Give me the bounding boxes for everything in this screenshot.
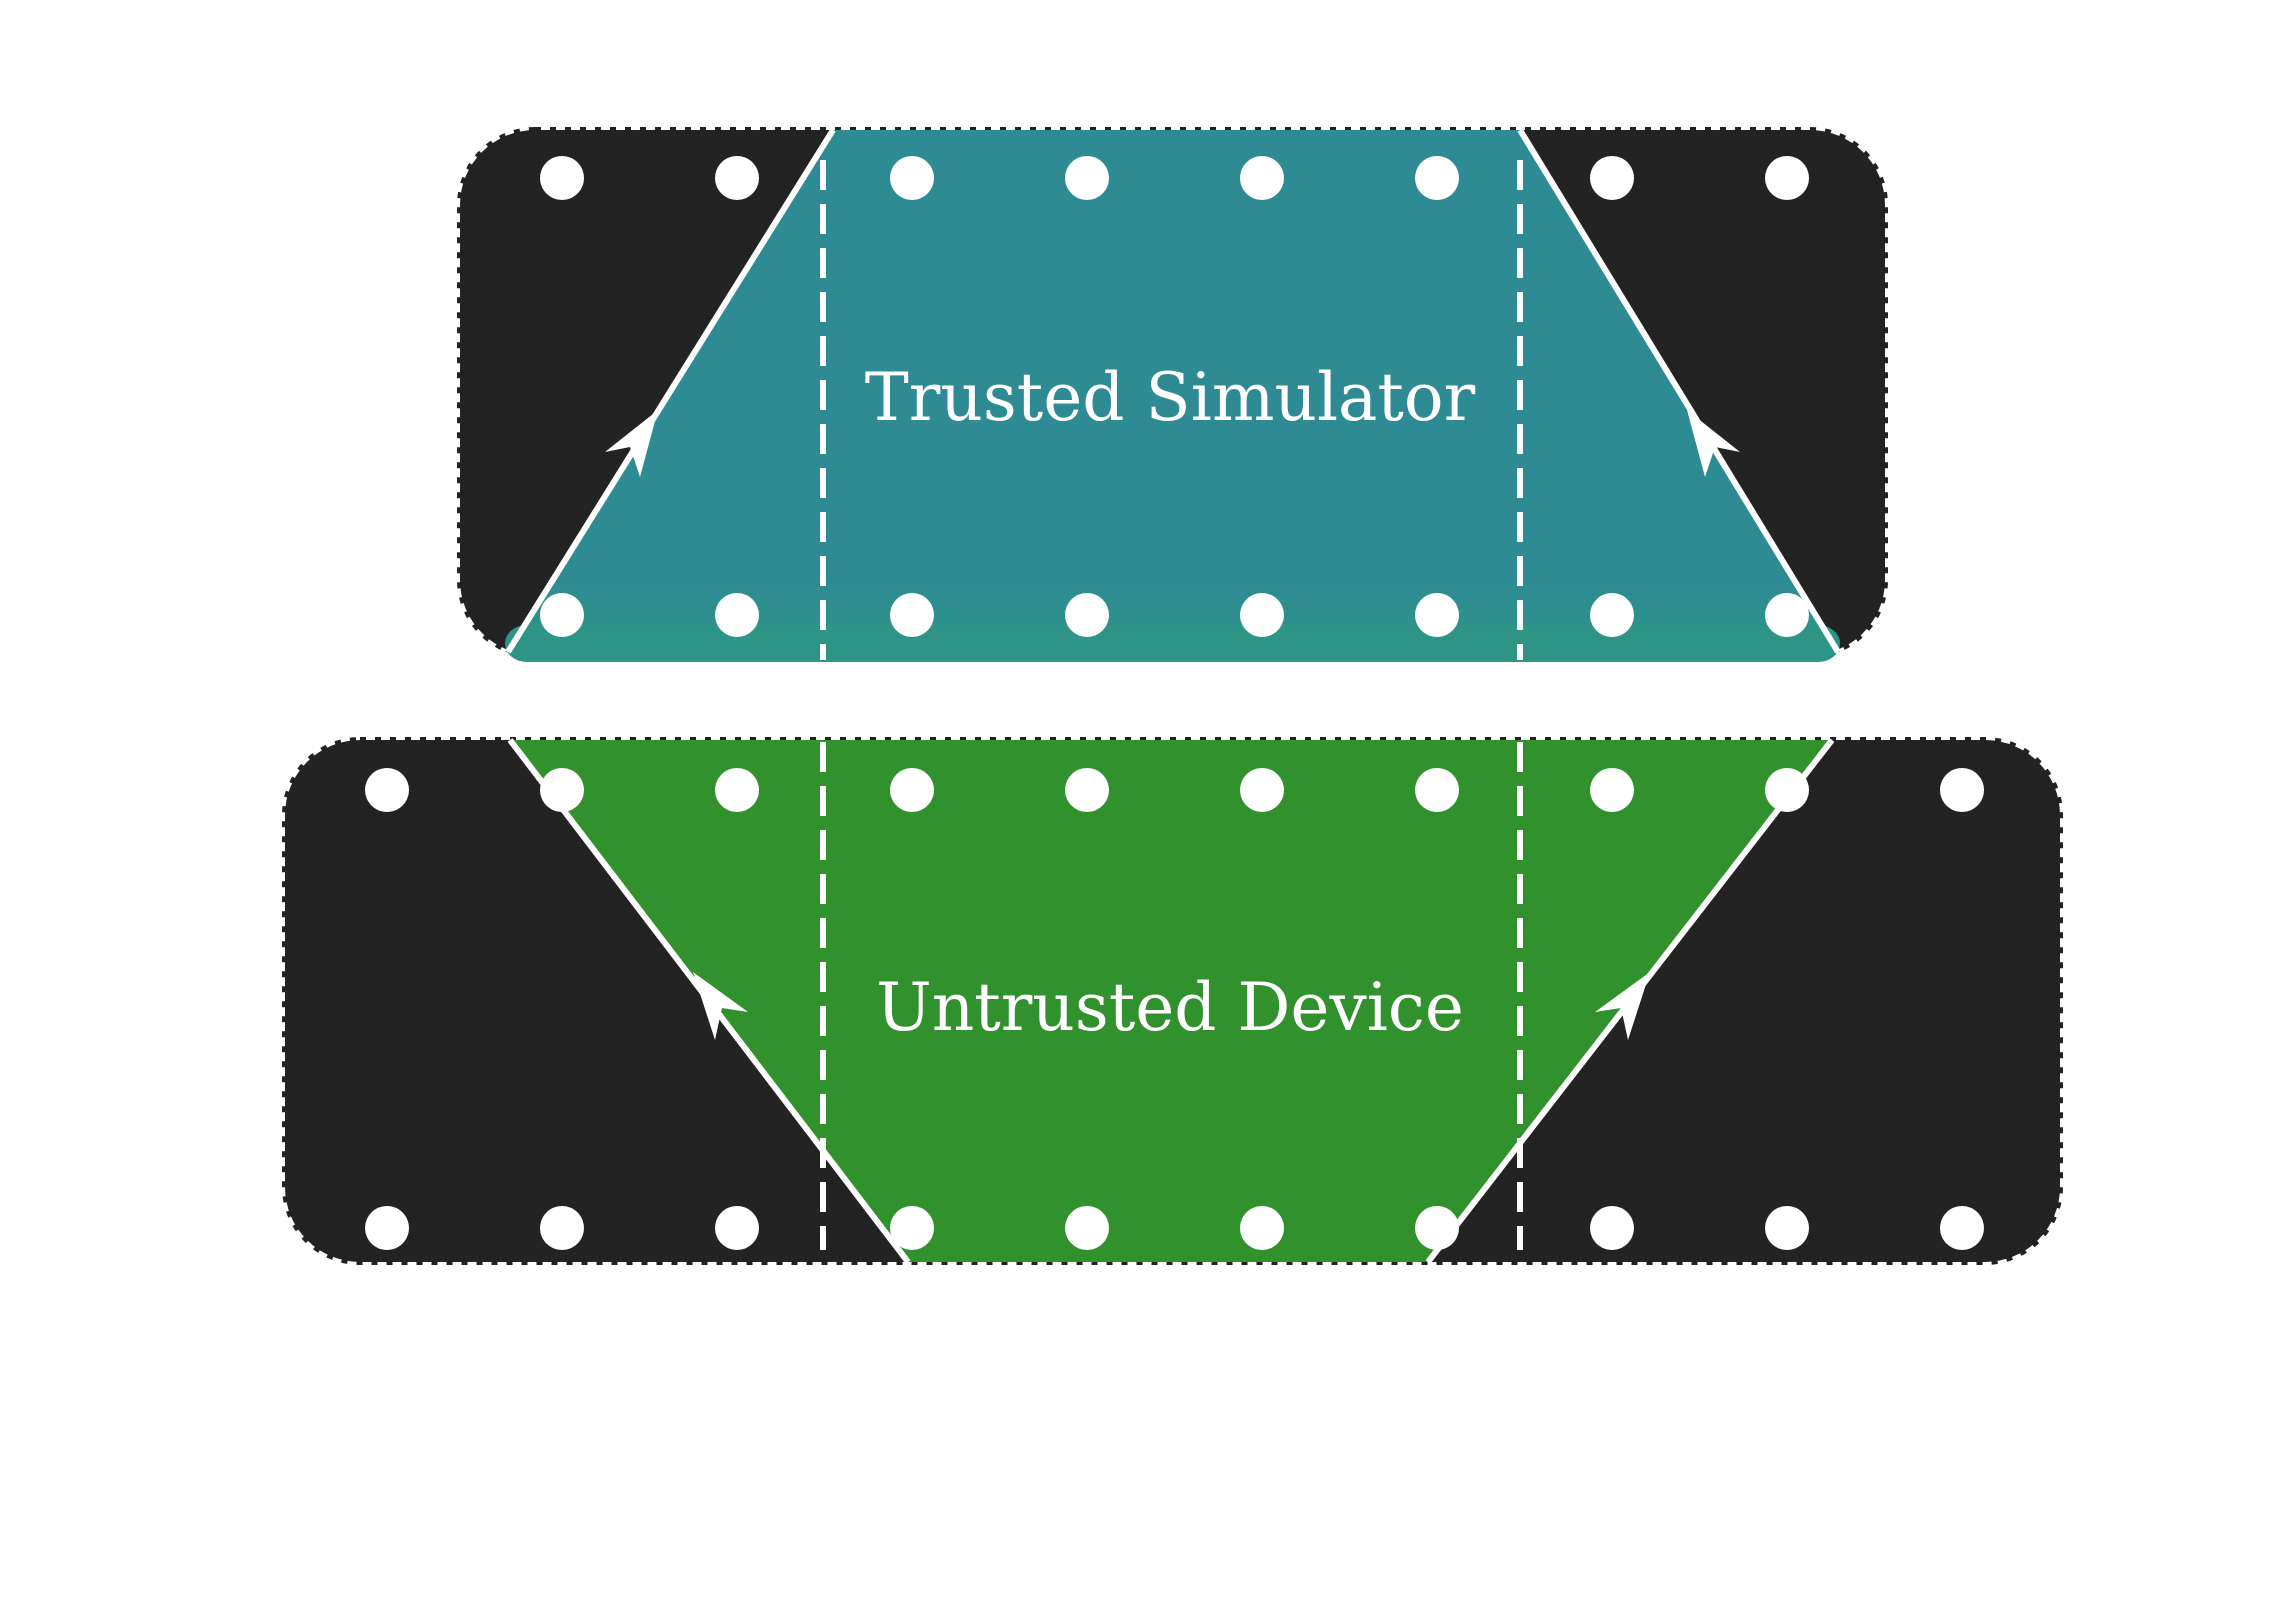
trusted-node-r1-c2	[715, 156, 759, 200]
trusted-node-r1-c6	[1415, 156, 1459, 200]
untrusted-node-r2-c2	[540, 1206, 584, 1250]
untrusted-node-r2-c7	[1415, 1206, 1459, 1250]
untrusted-node-r2-c8	[1590, 1206, 1634, 1250]
trusted-node-r2-c4	[1065, 593, 1109, 637]
untrusted-node-r2-c10	[1940, 1206, 1984, 1250]
trusted-simulator-region	[505, 130, 1840, 652]
untrusted-node-r1-c9	[1765, 768, 1809, 812]
trusted-node-r1-c4	[1065, 156, 1109, 200]
untrusted-node-r1-c8	[1590, 768, 1634, 812]
trusted-node-r2-c1	[540, 593, 584, 637]
untrusted-node-r2-c9	[1765, 1206, 1809, 1250]
trusted-right-boundary-line	[1517, 128, 1841, 654]
trusted-left-arrowhead	[605, 410, 658, 477]
untrusted-node-r1-c6	[1240, 768, 1284, 812]
untrusted-left-arrowhead	[693, 972, 748, 1040]
trusted-node-r2-c5	[1240, 593, 1284, 637]
untrusted-node-r2-c6	[1240, 1206, 1284, 1250]
trusted-node-r2-c8	[1765, 593, 1809, 637]
untrusted-node-r2-c1	[365, 1206, 409, 1250]
untrusted-node-r2-c4	[890, 1206, 934, 1250]
trusted-node-r1-c8	[1765, 156, 1809, 200]
trusted-simulator-panel: Trusted Simulator	[457, 127, 1888, 662]
untrusted-node-r2-c5	[1065, 1206, 1109, 1250]
untrusted-device-label: Untrusted Device	[876, 969, 1464, 1046]
untrusted-node-r2-c3	[715, 1206, 759, 1250]
trusted-region-bottom-strip	[505, 625, 1840, 662]
untrusted-node-r1-c5	[1065, 768, 1109, 812]
trusted-node-r2-c7	[1590, 593, 1634, 637]
trusted-node-r2-c6	[1415, 593, 1459, 637]
trusted-node-r1-c1	[540, 156, 584, 200]
untrusted-right-arrowhead	[1595, 972, 1650, 1040]
untrusted-node-r1-c4	[890, 768, 934, 812]
untrusted-node-r1-c1	[365, 768, 409, 812]
trusted-simulator-label: Trusted Simulator	[865, 359, 1476, 436]
untrusted-node-grid	[365, 768, 1984, 1250]
trusted-left-boundary-line	[505, 128, 836, 654]
untrusted-device-panel: Untrusted Device	[282, 737, 2063, 1265]
trusted-node-grid	[540, 156, 1809, 637]
trusted-node-r2-c2	[715, 593, 759, 637]
trusted-right-arrowhead	[1687, 410, 1740, 477]
untrusted-node-r1-c10	[1940, 768, 1984, 812]
untrusted-node-r1-c2	[540, 768, 584, 812]
trusted-node-r1-c5	[1240, 156, 1284, 200]
trusted-node-r1-c3	[890, 156, 934, 200]
trusted-node-r2-c3	[890, 593, 934, 637]
untrusted-node-r1-c3	[715, 768, 759, 812]
trusted-node-r1-c7	[1590, 156, 1634, 200]
untrusted-device-region	[510, 740, 1832, 1262]
untrusted-node-r1-c7	[1415, 768, 1459, 812]
